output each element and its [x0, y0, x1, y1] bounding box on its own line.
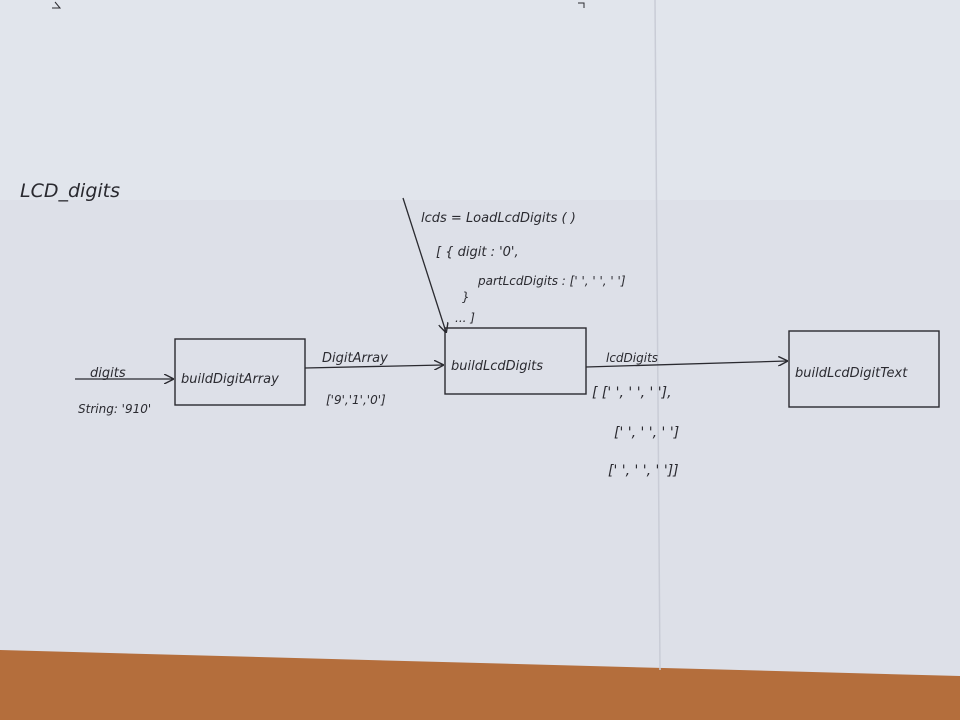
lcd-output-row3: [' ', ' ', ' ']]	[608, 463, 679, 479]
string-example: String: '910'	[78, 402, 151, 416]
build-lcd-digits-box	[444, 327, 587, 395]
lcd-digits-arrow	[585, 361, 787, 368]
diagram-title: LCD_digits	[20, 180, 120, 202]
lcds-arrow	[402, 197, 446, 332]
lcds-note-line2: [ { digit : '0',	[436, 245, 519, 260]
digits-label: digits	[90, 366, 126, 381]
digit-array-label: DigitArray	[322, 351, 388, 366]
digit-array-arrow	[304, 365, 443, 368]
lcds-note-line1: lcds = LoadLcdDigits ( )	[421, 211, 576, 226]
lcds-note-line5: ... ]	[455, 311, 475, 325]
top-edge-mark-right	[578, 2, 585, 8]
build-lcd-digit-text-label: buildLcdDigitText	[795, 366, 908, 381]
digit-array-value: ['9','1','0']	[326, 393, 386, 407]
lcd-output-row2: [' ', ' ', ' ']	[614, 425, 679, 441]
build-lcd-digits-label: buildLcdDigits	[451, 359, 543, 374]
build-digit-array-label: buildDigitArray	[181, 372, 279, 387]
build-lcd-digit-text-box	[788, 330, 940, 408]
paper-shadow	[0, 0, 960, 200]
lcds-note-line3: partLcdDigits : [' ', ' ', ' ']	[477, 274, 626, 288]
lcds-note-line4: }	[462, 290, 470, 304]
build-digit-array-box	[174, 338, 306, 406]
top-edge-mark	[52, 1, 62, 9]
paper-fold-line	[654, 0, 661, 671]
lcd-digits-label: lcdDigits	[606, 351, 658, 365]
lcd-output-row1: [ [' ', ' ', ' '],	[592, 385, 672, 401]
